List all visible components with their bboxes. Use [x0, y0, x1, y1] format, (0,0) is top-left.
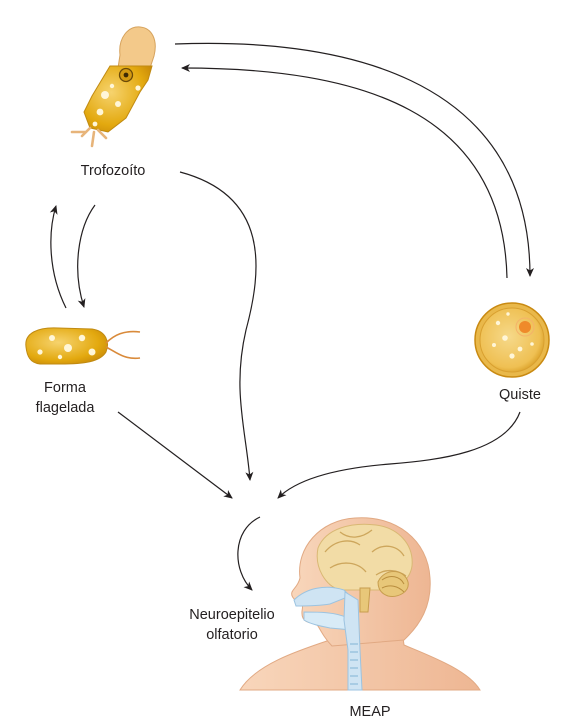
arrow-quiste-to-trofozoito — [181, 64, 508, 279]
arrow-trofozoito-to-flagelada — [77, 204, 96, 308]
flagellate-icon — [25, 327, 141, 365]
trophozoite-icon — [70, 26, 156, 148]
cyst-icon — [474, 302, 550, 378]
label-quiste: Quiste — [499, 387, 541, 403]
arrow-quiste-to-meap — [277, 411, 521, 499]
arrow-meap-to-neuroepitelio — [237, 516, 261, 591]
arrow-trofozoito-to-quiste — [174, 42, 534, 277]
label-meap: MEAP — [349, 704, 391, 720]
head-profile-icon — [239, 517, 481, 691]
cycle-arrows — [49, 42, 534, 591]
label-neuroepitelio-olfatorio: Neuroepitelio olfatorio — [189, 607, 275, 643]
arrow-trofozoito-to-meap — [179, 171, 257, 481]
arrow-flagelada-to-trofozoito — [49, 205, 67, 309]
label-trofozoito: Trofozoíto — [80, 163, 146, 179]
arrow-flagelada-to-meap — [117, 411, 233, 499]
label-forma-flagelada: Forma flagelada — [35, 380, 95, 416]
